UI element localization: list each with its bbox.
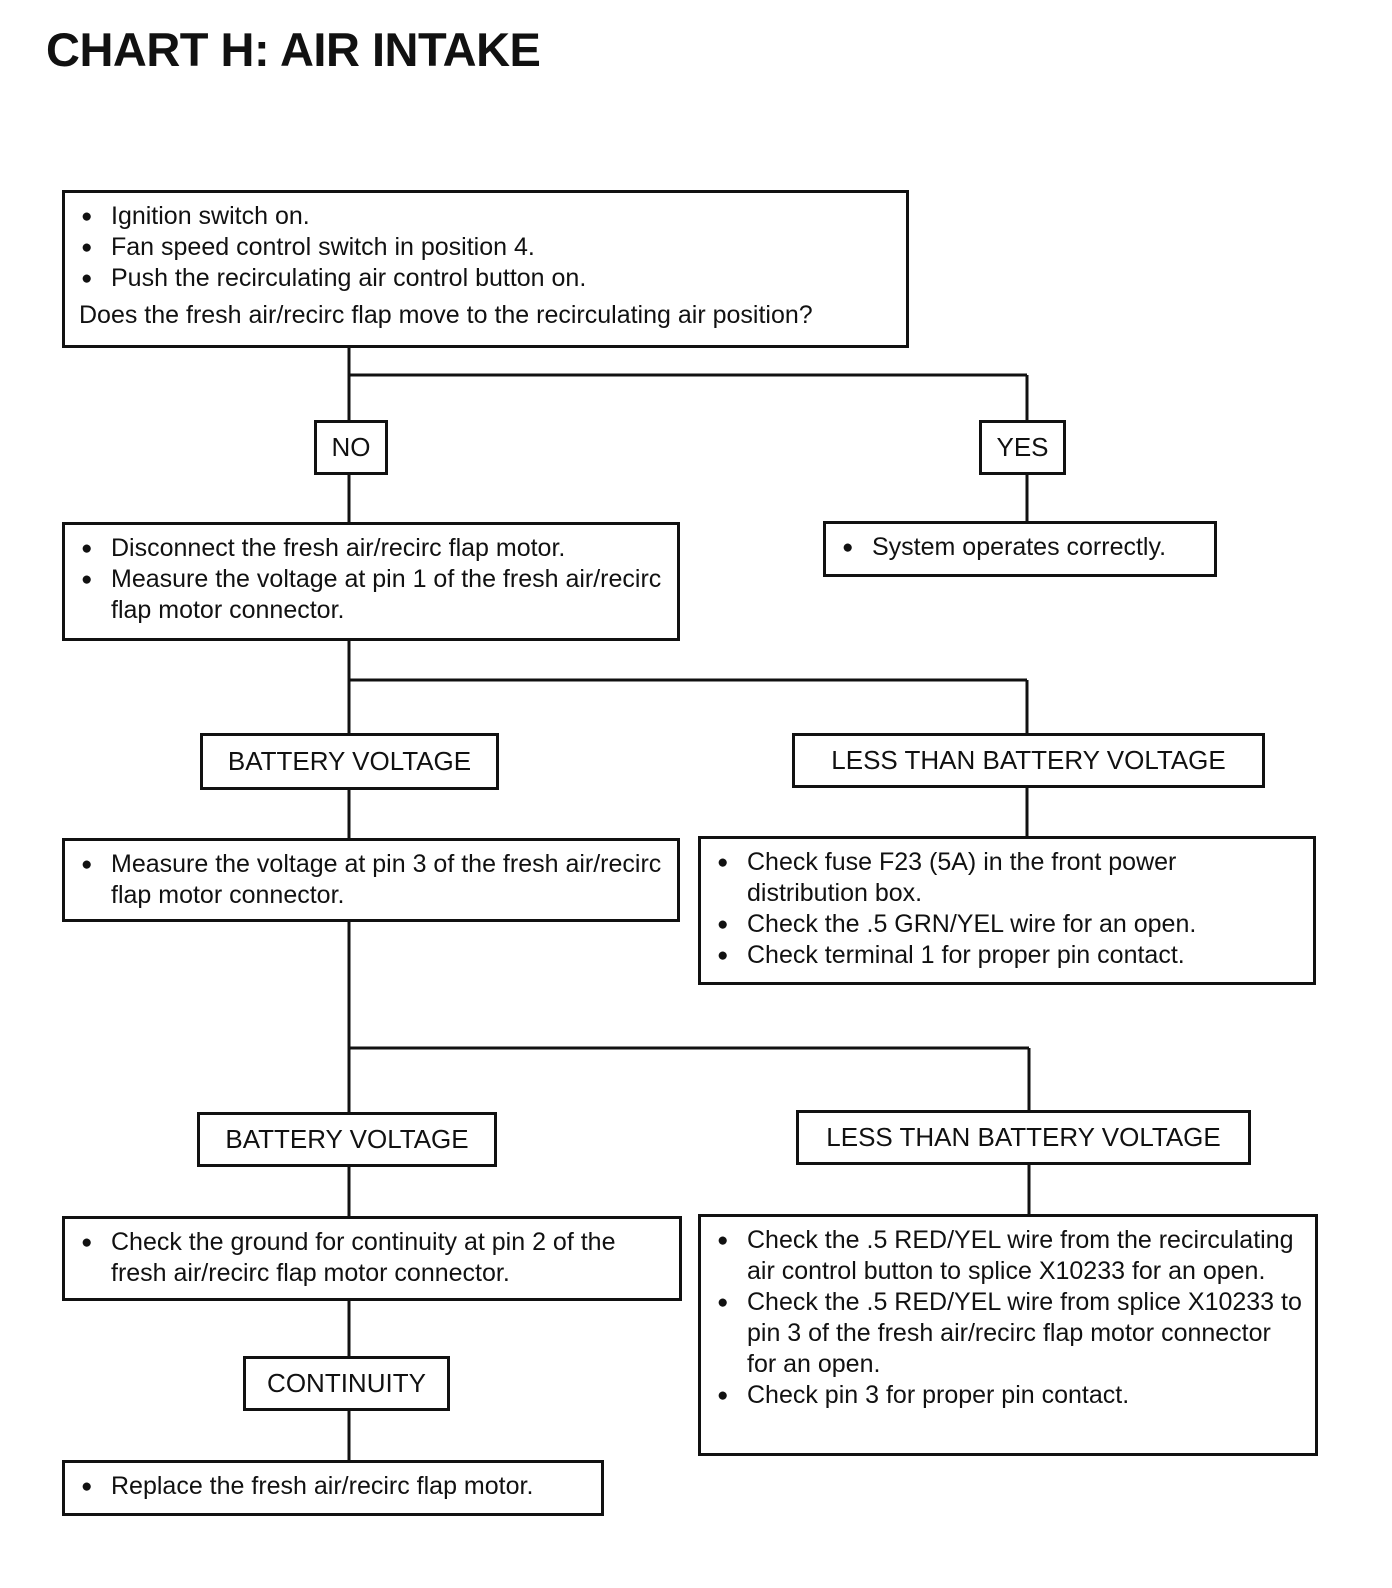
start-step-box: Ignition switch on. Fan speed control sw… [62,190,909,348]
no-step-box: Disconnect the fresh air/recirc flap mot… [62,522,680,641]
pin1-low-checks-bullets: Check fuse F23 (5A) in the front power d… [715,847,1303,971]
pin3-low-checks-box: Check the .5 RED/YEL wire from the recir… [698,1214,1318,1456]
bullet-item: Check the ground for continuity at pin 2… [79,1227,669,1289]
less-than-battery-voltage-label-1: LESS THAN BATTERY VOLTAGE [792,733,1265,788]
pin3-low-checks-bullets: Check the .5 RED/YEL wire from the recir… [715,1225,1305,1411]
replace-step-box: Replace the fresh air/recirc flap motor. [62,1460,604,1516]
bullet-item: Check the .5 RED/YEL wire from splice X1… [715,1287,1305,1380]
yes-label: YES [979,420,1066,475]
ground-step-box: Check the ground for continuity at pin 2… [62,1216,682,1301]
bullet-item: Check the .5 GRN/YEL wire for an open. [715,909,1303,940]
pin3-step-bullets: Measure the voltage at pin 3 of the fres… [79,849,667,911]
bullet-item: Disconnect the fresh air/recirc flap mot… [79,533,667,564]
bullet-item: Check pin 3 for proper pin contact. [715,1380,1305,1411]
bullet-item: Replace the fresh air/recirc flap motor. [79,1471,591,1502]
start-bullet-list: Ignition switch on. Fan speed control sw… [79,201,896,294]
continuity-label: CONTINUITY [243,1356,450,1411]
no-label: NO [314,420,388,475]
replace-step-bullets: Replace the fresh air/recirc flap motor. [79,1471,591,1502]
pin1-low-checks-box: Check fuse F23 (5A) in the front power d… [698,836,1316,985]
bullet-item: Check fuse F23 (5A) in the front power d… [715,847,1303,909]
bullet-item: Check terminal 1 for proper pin contact. [715,940,1303,971]
bullet-item: Push the recirculating air control butto… [79,263,896,294]
yes-result-box: System operates correctly. [823,521,1217,577]
bullet-item: Fan speed control switch in position 4. [79,232,896,263]
ground-step-bullets: Check the ground for continuity at pin 2… [79,1227,669,1289]
bullet-item: System operates correctly. [840,532,1204,563]
less-than-battery-voltage-label-2: LESS THAN BATTERY VOLTAGE [796,1110,1251,1165]
bullet-item: Measure the voltage at pin 3 of the fres… [79,849,667,911]
battery-voltage-label-1: BATTERY VOLTAGE [200,733,499,790]
yes-result-bullets: System operates correctly. [840,532,1204,563]
bullet-item: Measure the voltage at pin 1 of the fres… [79,564,667,626]
pin3-step-box: Measure the voltage at pin 3 of the fres… [62,838,680,922]
start-question: Does the fresh air/recirc flap move to t… [79,301,813,329]
no-step-bullets: Disconnect the fresh air/recirc flap mot… [79,533,667,626]
chart-title: CHART H: AIR INTAKE [46,23,541,76]
bullet-item: Check the .5 RED/YEL wire from the recir… [715,1225,1305,1287]
bullet-item: Ignition switch on. [79,201,896,232]
battery-voltage-label-2: BATTERY VOLTAGE [197,1112,497,1167]
